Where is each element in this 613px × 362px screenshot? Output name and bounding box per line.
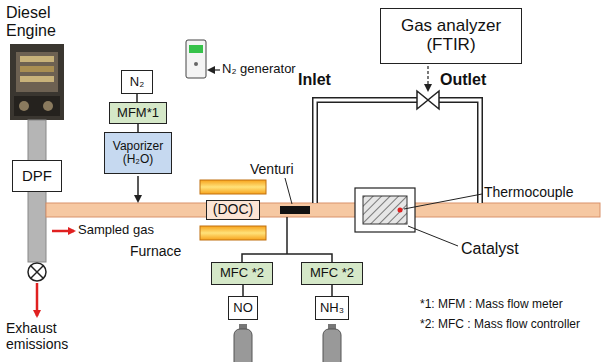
leader-line xyxy=(404,194,482,209)
thermocouple-tip xyxy=(398,208,403,213)
flow-arrow xyxy=(52,230,74,233)
part-label: Furnace xyxy=(130,243,181,259)
connector-line xyxy=(136,94,138,102)
doc-box: (DOC) xyxy=(206,200,260,220)
part-label: Thermocouple xyxy=(484,184,574,200)
three-way-valve xyxy=(417,91,439,109)
box-text: MFM*1 xyxy=(117,106,159,120)
port-label: Outlet xyxy=(440,71,486,89)
leader-line xyxy=(285,178,292,204)
feed-arrow xyxy=(137,176,139,201)
sampling-arrow xyxy=(427,66,428,90)
catalyst-housing xyxy=(355,188,415,232)
sample-line xyxy=(46,203,600,217)
part-label: Venturi xyxy=(250,161,294,177)
port-label: Inlet xyxy=(298,71,331,89)
flow-controller-box: MFC *2 xyxy=(211,262,273,285)
footnote: *2: MFC : Mass flow controller xyxy=(420,318,580,332)
engine-label: Diesel Engine xyxy=(6,4,68,41)
valve-symbol xyxy=(28,263,46,281)
part-label: Catalyst xyxy=(461,240,519,258)
n2-generator-icon xyxy=(186,40,206,78)
gas-cylinder xyxy=(234,324,341,362)
flow-controller-box: MFC *2 xyxy=(301,262,363,285)
gas-source-box: NH₃ xyxy=(315,296,349,320)
catalyst-bed xyxy=(363,196,407,224)
dosing-line xyxy=(242,217,332,262)
gas-source-box: N₂ xyxy=(121,70,153,94)
leader-line xyxy=(408,226,458,246)
connector-line xyxy=(242,285,244,296)
box-text: N₂ xyxy=(130,75,144,89)
pointer-arrow xyxy=(209,69,220,70)
part-label: N₂ generator xyxy=(222,62,296,77)
exhaust-arrow xyxy=(36,283,39,316)
filter-box: DPF xyxy=(12,160,62,192)
box-text: Vaporizer (H₂O) xyxy=(108,140,168,166)
venturi xyxy=(280,206,310,214)
footnote: *1: MFM : Mass flow meter xyxy=(420,298,563,312)
vaporizer-box: Vaporizer (H₂O) xyxy=(104,132,172,174)
flow-meter-box: MFM*1 xyxy=(109,102,167,124)
box-text: MFC *2 xyxy=(220,266,264,280)
connector-line xyxy=(137,124,139,132)
box-text: MFC *2 xyxy=(310,266,354,280)
box-text: (DOC) xyxy=(213,202,253,217)
box-text: Gas analyzer (FTIR) xyxy=(384,17,518,54)
furnace-heater xyxy=(200,226,266,240)
connector-line xyxy=(331,285,333,296)
flow-label: Sampled gas xyxy=(78,223,154,238)
box-text: DPF xyxy=(22,168,52,185)
gas-source-box: NO xyxy=(228,296,258,320)
box-text: NO xyxy=(233,301,253,315)
flow-label: Exhaust emissions xyxy=(6,320,86,352)
engine-photo xyxy=(10,44,64,120)
box-text: NH₃ xyxy=(320,301,344,315)
analyzer-box: Gas analyzer (FTIR) xyxy=(380,8,522,64)
furnace-heater xyxy=(200,180,266,194)
